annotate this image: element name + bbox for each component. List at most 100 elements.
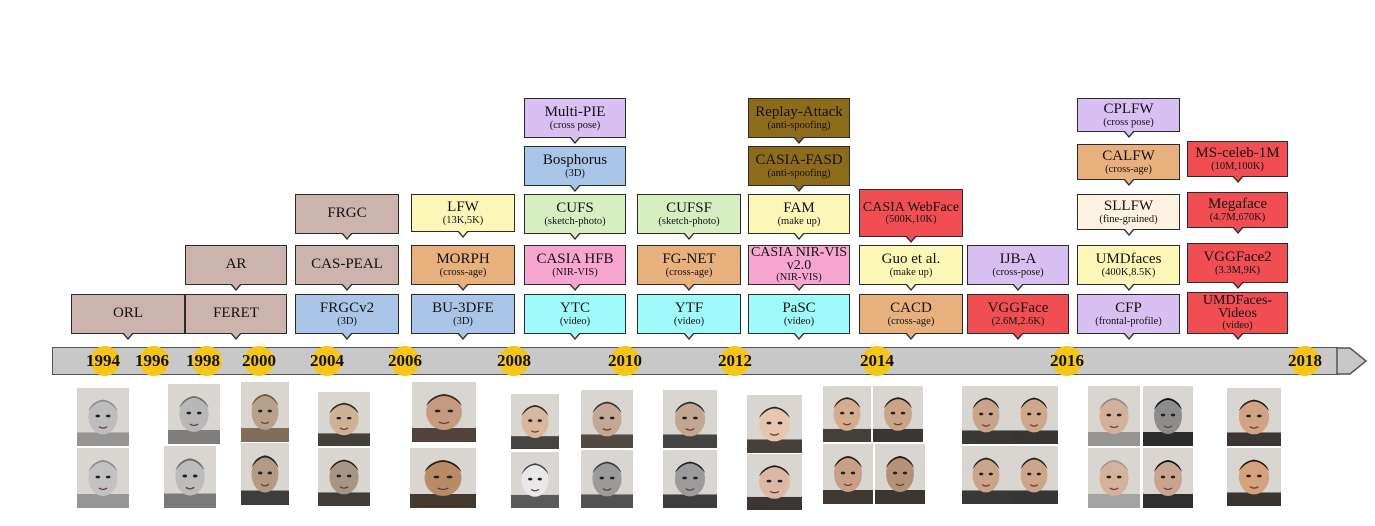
dataset-box-frgcv2: FRGCv2(3D)	[295, 294, 399, 334]
dataset-name: Bosphorus	[542, 151, 608, 168]
dataset-name: YTF	[674, 299, 704, 316]
year-text: 2014	[860, 351, 894, 370]
dataset-box-fgnet: FG-NET(cross-age)	[637, 245, 741, 285]
dataset-subtitle: (make up)	[889, 266, 933, 278]
face-photo	[663, 450, 717, 508]
dataset-name: CAS-PEAL	[311, 256, 383, 273]
dataset-box-cufsf: CUFSF(sketch-photo)	[637, 194, 741, 234]
dataset-subtitle: (sketch-photo)	[544, 215, 606, 227]
dataset-name: CASIA-FASD	[755, 151, 843, 168]
year-marker-dot	[390, 346, 420, 376]
dataset-name: VGGFace2	[1203, 248, 1272, 265]
dataset-box-casia-hfb: CASIA HFB(NIR-VIS)	[524, 245, 626, 285]
face-photo	[511, 452, 559, 508]
dataset-name: VGGFace	[987, 299, 1049, 316]
dataset-box-casia-webface: CASIA WebFace(500K,10K)	[859, 189, 963, 237]
dataset-name: MS-celeb-1M	[1195, 144, 1280, 161]
dataset-subtitle: (500K,10K)	[885, 213, 937, 225]
face-photo	[581, 450, 633, 508]
face-photo	[875, 444, 925, 504]
year-text: 2018	[1288, 351, 1322, 370]
face-photo	[962, 446, 1010, 504]
dataset-box-ytf: YTF(video)	[637, 294, 741, 334]
dataset-box-cacd: CACD(cross-age)	[859, 294, 963, 334]
dataset-name: FG-NET	[662, 250, 716, 267]
dataset-box-megaface: Megaface(4.7M,670K)	[1187, 192, 1288, 228]
year-label-2004: 2004	[306, 346, 348, 376]
face-photo	[1227, 388, 1281, 446]
face-photo	[747, 395, 802, 453]
dataset-name: UMDFaces-Videos	[1202, 292, 1273, 322]
dataset-name: AR	[225, 256, 247, 273]
dataset-name: BU-3DFE	[432, 299, 494, 316]
year-text: 2008	[497, 351, 531, 370]
dataset-box-sllfw: SLLFW(fine-grained)	[1077, 194, 1180, 230]
dataset-name: PaSC	[782, 299, 816, 316]
dataset-subtitle: (10M,100K)	[1211, 160, 1264, 172]
dataset-name: CALFW	[1102, 147, 1155, 164]
year-label-2014: 2014	[856, 346, 898, 376]
face-photo	[823, 444, 873, 504]
dataset-name: CASIA NIR-VIS v2.0	[750, 244, 848, 274]
dataset-subtitle: (fine-grained)	[1099, 213, 1158, 225]
year-marker-dot	[1052, 346, 1082, 376]
dataset-name: Multi-PIE	[544, 103, 606, 120]
dataset-name: CACD	[890, 299, 932, 316]
dataset-subtitle: (frontal-profile)	[1095, 315, 1162, 327]
year-text: 1994	[86, 351, 120, 370]
dataset-box-guo: Guo et al.(make up)	[859, 245, 963, 285]
dataset-box-vggface2: VGGFace2(3.3M,9K)	[1187, 243, 1288, 283]
year-marker-dot	[139, 346, 169, 376]
dataset-box-orl: ORL	[71, 294, 185, 334]
dataset-subtitle: (NIR-VIS)	[552, 266, 598, 278]
dataset-box-feret: FERET	[185, 294, 287, 334]
dataset-subtitle: (video)	[783, 315, 815, 327]
dataset-box-bosphorus: Bosphorus(3D)	[524, 146, 626, 186]
face-photo	[1088, 386, 1140, 446]
dataset-name: FERET	[213, 305, 259, 322]
face-photo	[241, 382, 289, 442]
dataset-box-frgc: FRGC	[295, 194, 399, 234]
year-label-1996: 1996	[131, 346, 173, 376]
year-marker-dot	[610, 346, 640, 376]
year-text: 1996	[135, 351, 169, 370]
dataset-name: YTC	[560, 299, 590, 316]
face-photo	[77, 448, 129, 508]
dataset-subtitle: (video)	[559, 315, 591, 327]
dataset-subtitle: (anti-spoofing)	[767, 119, 831, 131]
dataset-box-cfp: CFP(frontal-profile)	[1077, 294, 1180, 334]
year-text: 2004	[310, 351, 344, 370]
dataset-box-fam: FAM(make up)	[748, 194, 850, 234]
year-marker-dot	[499, 346, 529, 376]
dataset-name: Megaface	[1207, 195, 1268, 212]
dataset-box-ytc: YTC(video)	[524, 294, 626, 334]
face-photo	[318, 392, 370, 446]
year-marker-dot	[192, 346, 222, 376]
face-photo	[1088, 448, 1140, 508]
dataset-subtitle: (2.6M,2.6K)	[991, 315, 1045, 327]
dataset-box-casia-fasd: CASIA-FASD(anti-spoofing)	[748, 146, 850, 186]
year-marker-dot	[1290, 346, 1320, 376]
dataset-name: FAM	[783, 199, 815, 216]
year-label-1994: 1994	[82, 346, 124, 376]
face-photo	[581, 390, 633, 448]
dataset-name: MORPH	[436, 250, 490, 267]
face-photo	[823, 386, 871, 442]
dataset-name: CFP	[1115, 299, 1142, 316]
year-marker-dot	[312, 346, 342, 376]
dataset-subtitle: (4.7M,670K)	[1209, 211, 1266, 223]
dataset-box-umdfaces: UMDfaces(400K,8.5K)	[1077, 245, 1180, 285]
face-photo	[1143, 386, 1193, 446]
dataset-subtitle: (3.3M,9K)	[1215, 264, 1260, 276]
face-photo	[962, 386, 1010, 444]
year-marker-dot	[244, 346, 274, 376]
face-photo	[663, 390, 717, 448]
dataset-subtitle: (NIR-VIS)	[776, 272, 822, 284]
dataset-name: LFW	[447, 198, 479, 215]
dataset-box-calfw: CALFW(cross-age)	[1077, 144, 1180, 180]
face-photo	[747, 454, 802, 510]
timeline-arrow-icon	[1336, 347, 1368, 375]
dataset-subtitle: (13K,5K)	[442, 214, 484, 226]
year-text: 2000	[242, 351, 276, 370]
face-photo	[168, 384, 220, 444]
